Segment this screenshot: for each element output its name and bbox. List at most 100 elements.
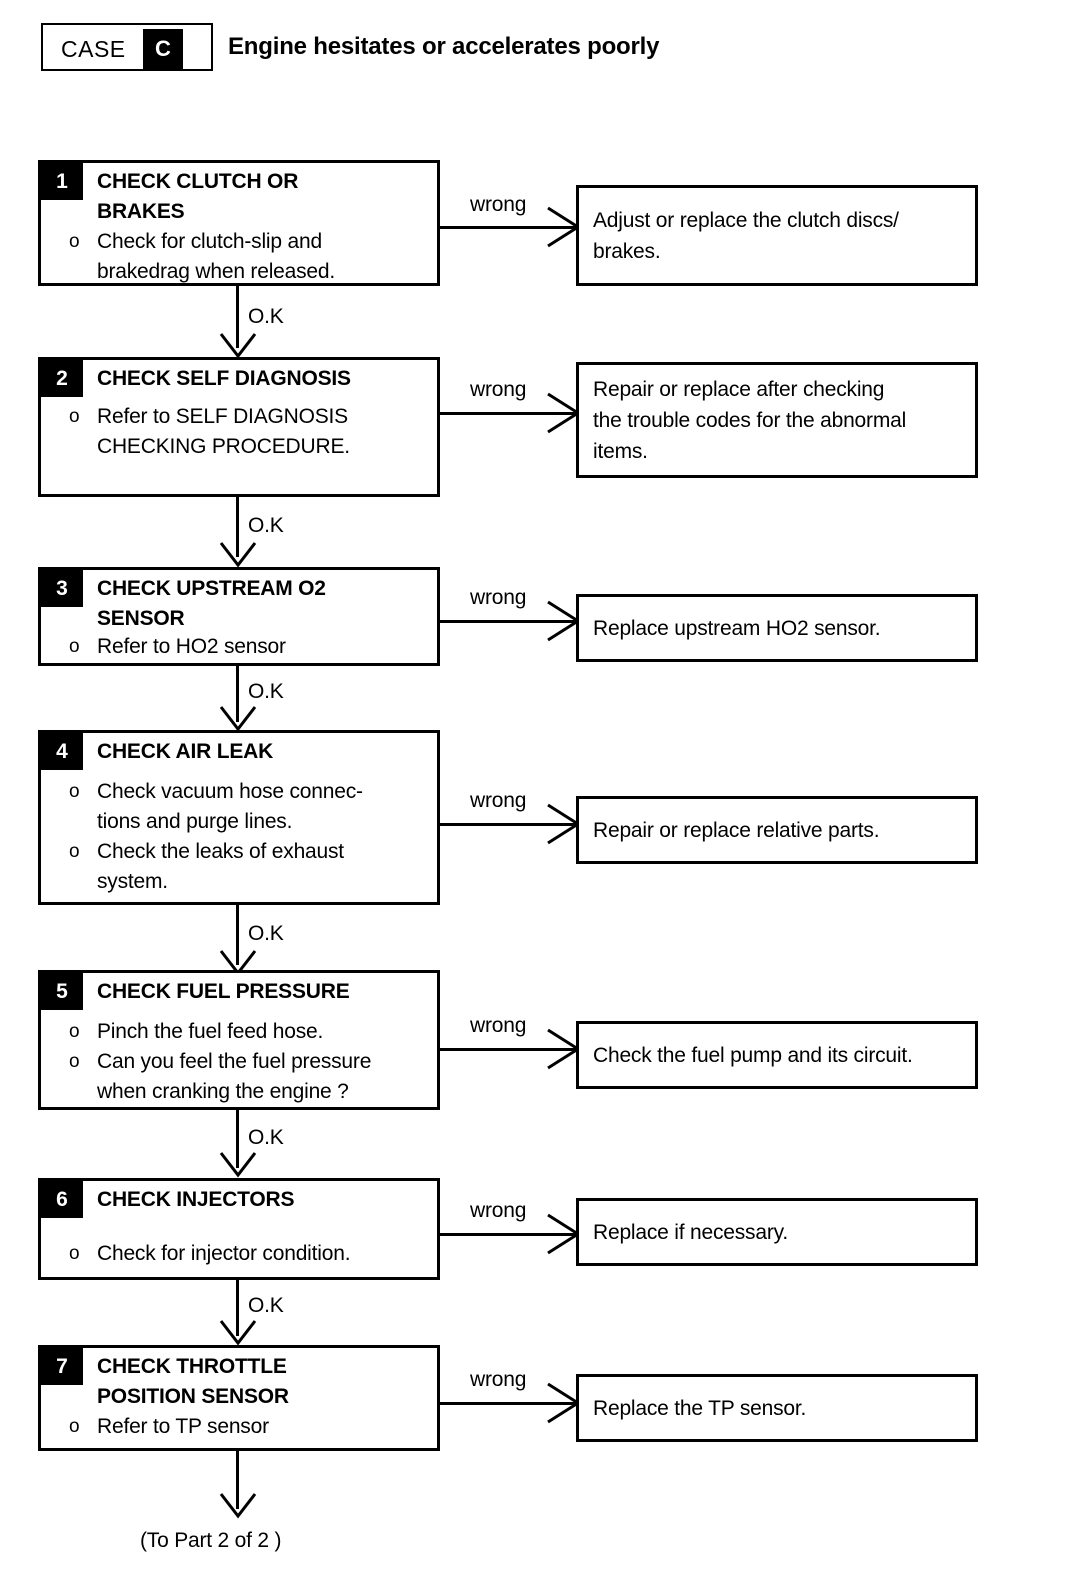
step-number-7: 7 — [56, 1355, 68, 1378]
action-box-6: Replace if necessary. — [576, 1198, 978, 1266]
check-title-2: CHECK SELF DIAGNOSIS — [97, 367, 351, 390]
ok-connector-line-2 — [236, 497, 239, 557]
action-text-7: Replace the TP sensor. — [593, 1396, 807, 1420]
action-box-4: Repair or replace relative parts. — [576, 796, 978, 864]
action-text-6: Replace if necessary. — [593, 1220, 789, 1244]
action-text-5: Check the fuel pump and its circuit. — [593, 1043, 913, 1067]
bullet-text: Check for injector condition. — [97, 1242, 351, 1265]
check-bullets-6: o Check for injector condition. — [41, 1239, 433, 1269]
list-item: o Can you feel the fuel pressure when cra… — [41, 1047, 433, 1107]
branch-label-4: wrong — [470, 789, 527, 812]
ok-connector-line-1 — [236, 286, 239, 348]
bullet-text: Check vacuum hose connec- tions and purg… — [97, 780, 363, 833]
ok-connector-line-4 — [236, 905, 239, 965]
branch-line-2 — [440, 412, 576, 415]
bullet-marker-icon: o — [69, 841, 80, 862]
step-number-badge-1: 1 — [41, 163, 83, 200]
ok-arrowhead-5 — [219, 1152, 257, 1178]
check-title-7: CHECK THROTTLE POSITION SENSOR — [97, 1355, 289, 1408]
list-item: o Refer to HO2 sensor — [41, 632, 433, 662]
bullet-marker-icon: o — [69, 231, 80, 252]
list-item: o Check vacuum hose connec- tions and pur… — [41, 777, 433, 837]
step-number-5: 5 — [56, 980, 68, 1003]
case-letter-box: C — [143, 29, 183, 69]
ok-label-4: O.K — [248, 922, 284, 945]
list-item: o Refer to SELF DIAGNOSIS CHECKING PROCED… — [41, 402, 433, 462]
ok-arrowhead-1 — [219, 333, 257, 359]
branch-line-3 — [440, 620, 576, 623]
step-number-3: 3 — [56, 577, 68, 600]
ok-label-3: O.K — [248, 680, 284, 703]
bullet-text: Pinch the fuel feed hose. — [97, 1020, 324, 1043]
case-label: CASE — [61, 36, 126, 62]
case-letter: C — [155, 36, 171, 61]
bullet-text: Refer to HO2 sensor — [97, 635, 286, 658]
footer-connector-line — [236, 1451, 239, 1509]
check-box-2: 2 CHECK SELF DIAGNOSIS o Refer to SELF DI… — [38, 357, 440, 497]
ok-arrowhead-6 — [219, 1320, 257, 1346]
bullet-text: Check for clutch-slip and brakedrag when… — [97, 230, 336, 283]
ok-connector-line-6 — [236, 1280, 239, 1336]
branch-label-6: wrong — [470, 1199, 527, 1222]
bullet-marker-icon: o — [69, 781, 80, 802]
bullet-marker-icon: o — [69, 1416, 80, 1437]
bullet-text: Can you feel the fuel pressure when cran… — [97, 1050, 372, 1103]
branch-line-4 — [440, 823, 576, 826]
branch-label-2: wrong — [470, 378, 527, 401]
ok-label-1: O.K — [248, 305, 284, 328]
list-item: o Check the leaks of exhaust system. — [41, 837, 433, 897]
action-text-3: Replace upstream HO2 sensor. — [593, 616, 881, 640]
step-number-badge-6: 6 — [41, 1181, 83, 1218]
check-title-1: CHECK CLUTCH OR BRAKES — [97, 170, 299, 223]
check-bullets-2: o Refer to SELF DIAGNOSIS CHECKING PROCED… — [41, 402, 433, 462]
check-title-5: CHECK FUEL PRESSURE — [97, 980, 350, 1003]
branch-line-5 — [440, 1048, 576, 1051]
list-item: o Check for injector condition. — [41, 1239, 433, 1269]
check-box-3: 3 CHECK UPSTREAM O2 SENSOR o Refer to HO2… — [38, 567, 440, 666]
action-text-2: Repair or replace after checking the tro… — [593, 377, 907, 463]
action-box-1: Adjust or replace the clutch discs/ brak… — [576, 185, 978, 286]
action-box-2: Repair or replace after checking the tro… — [576, 362, 978, 478]
ok-label-5: O.K — [248, 1126, 284, 1149]
ok-label-2: O.K — [248, 514, 284, 537]
check-bullets-3: o Refer to HO2 sensor — [41, 632, 433, 662]
bullet-text: Refer to SELF DIAGNOSIS CHECKING PROCEDU… — [97, 405, 350, 458]
branch-label-3: wrong — [470, 586, 527, 609]
step-number-badge-2: 2 — [41, 360, 83, 397]
action-box-5: Check the fuel pump and its circuit. — [576, 1021, 978, 1089]
footer-arrowhead — [219, 1493, 257, 1519]
action-box-7: Replace the TP sensor. — [576, 1374, 978, 1442]
bullet-marker-icon: o — [69, 1051, 80, 1072]
ok-label-6: O.K — [248, 1294, 284, 1317]
step-number-1: 1 — [56, 170, 68, 193]
branch-label-5: wrong — [470, 1014, 527, 1037]
branch-line-7 — [440, 1402, 576, 1405]
ok-arrowhead-3 — [219, 706, 257, 732]
case-badge: CASE C — [41, 23, 213, 71]
step-number-badge-7: 7 — [41, 1348, 83, 1385]
bullet-marker-icon: o — [69, 1243, 80, 1264]
step-number-badge-5: 5 — [41, 973, 83, 1010]
ok-connector-line-3 — [236, 666, 239, 722]
step-number-badge-4: 4 — [41, 733, 83, 770]
bullet-marker-icon: o — [69, 636, 80, 657]
branch-label-1: wrong — [470, 193, 527, 216]
ok-arrowhead-2 — [219, 542, 257, 568]
check-title-3: CHECK UPSTREAM O2 SENSOR — [97, 577, 326, 630]
check-bullets-4: o Check vacuum hose connec- tions and pur… — [41, 777, 433, 897]
step-number-2: 2 — [56, 367, 68, 390]
step-number-badge-3: 3 — [41, 570, 83, 607]
check-bullets-1: o Check for clutch-slip and brakedrag whe… — [41, 227, 433, 287]
bullet-marker-icon: o — [69, 406, 80, 427]
continuation-label: (To Part 2 of 2 ) — [140, 1529, 282, 1552]
list-item: o Check for clutch-slip and brakedrag whe… — [41, 227, 433, 287]
bullet-text: Check the leaks of exhaust system. — [97, 840, 344, 893]
